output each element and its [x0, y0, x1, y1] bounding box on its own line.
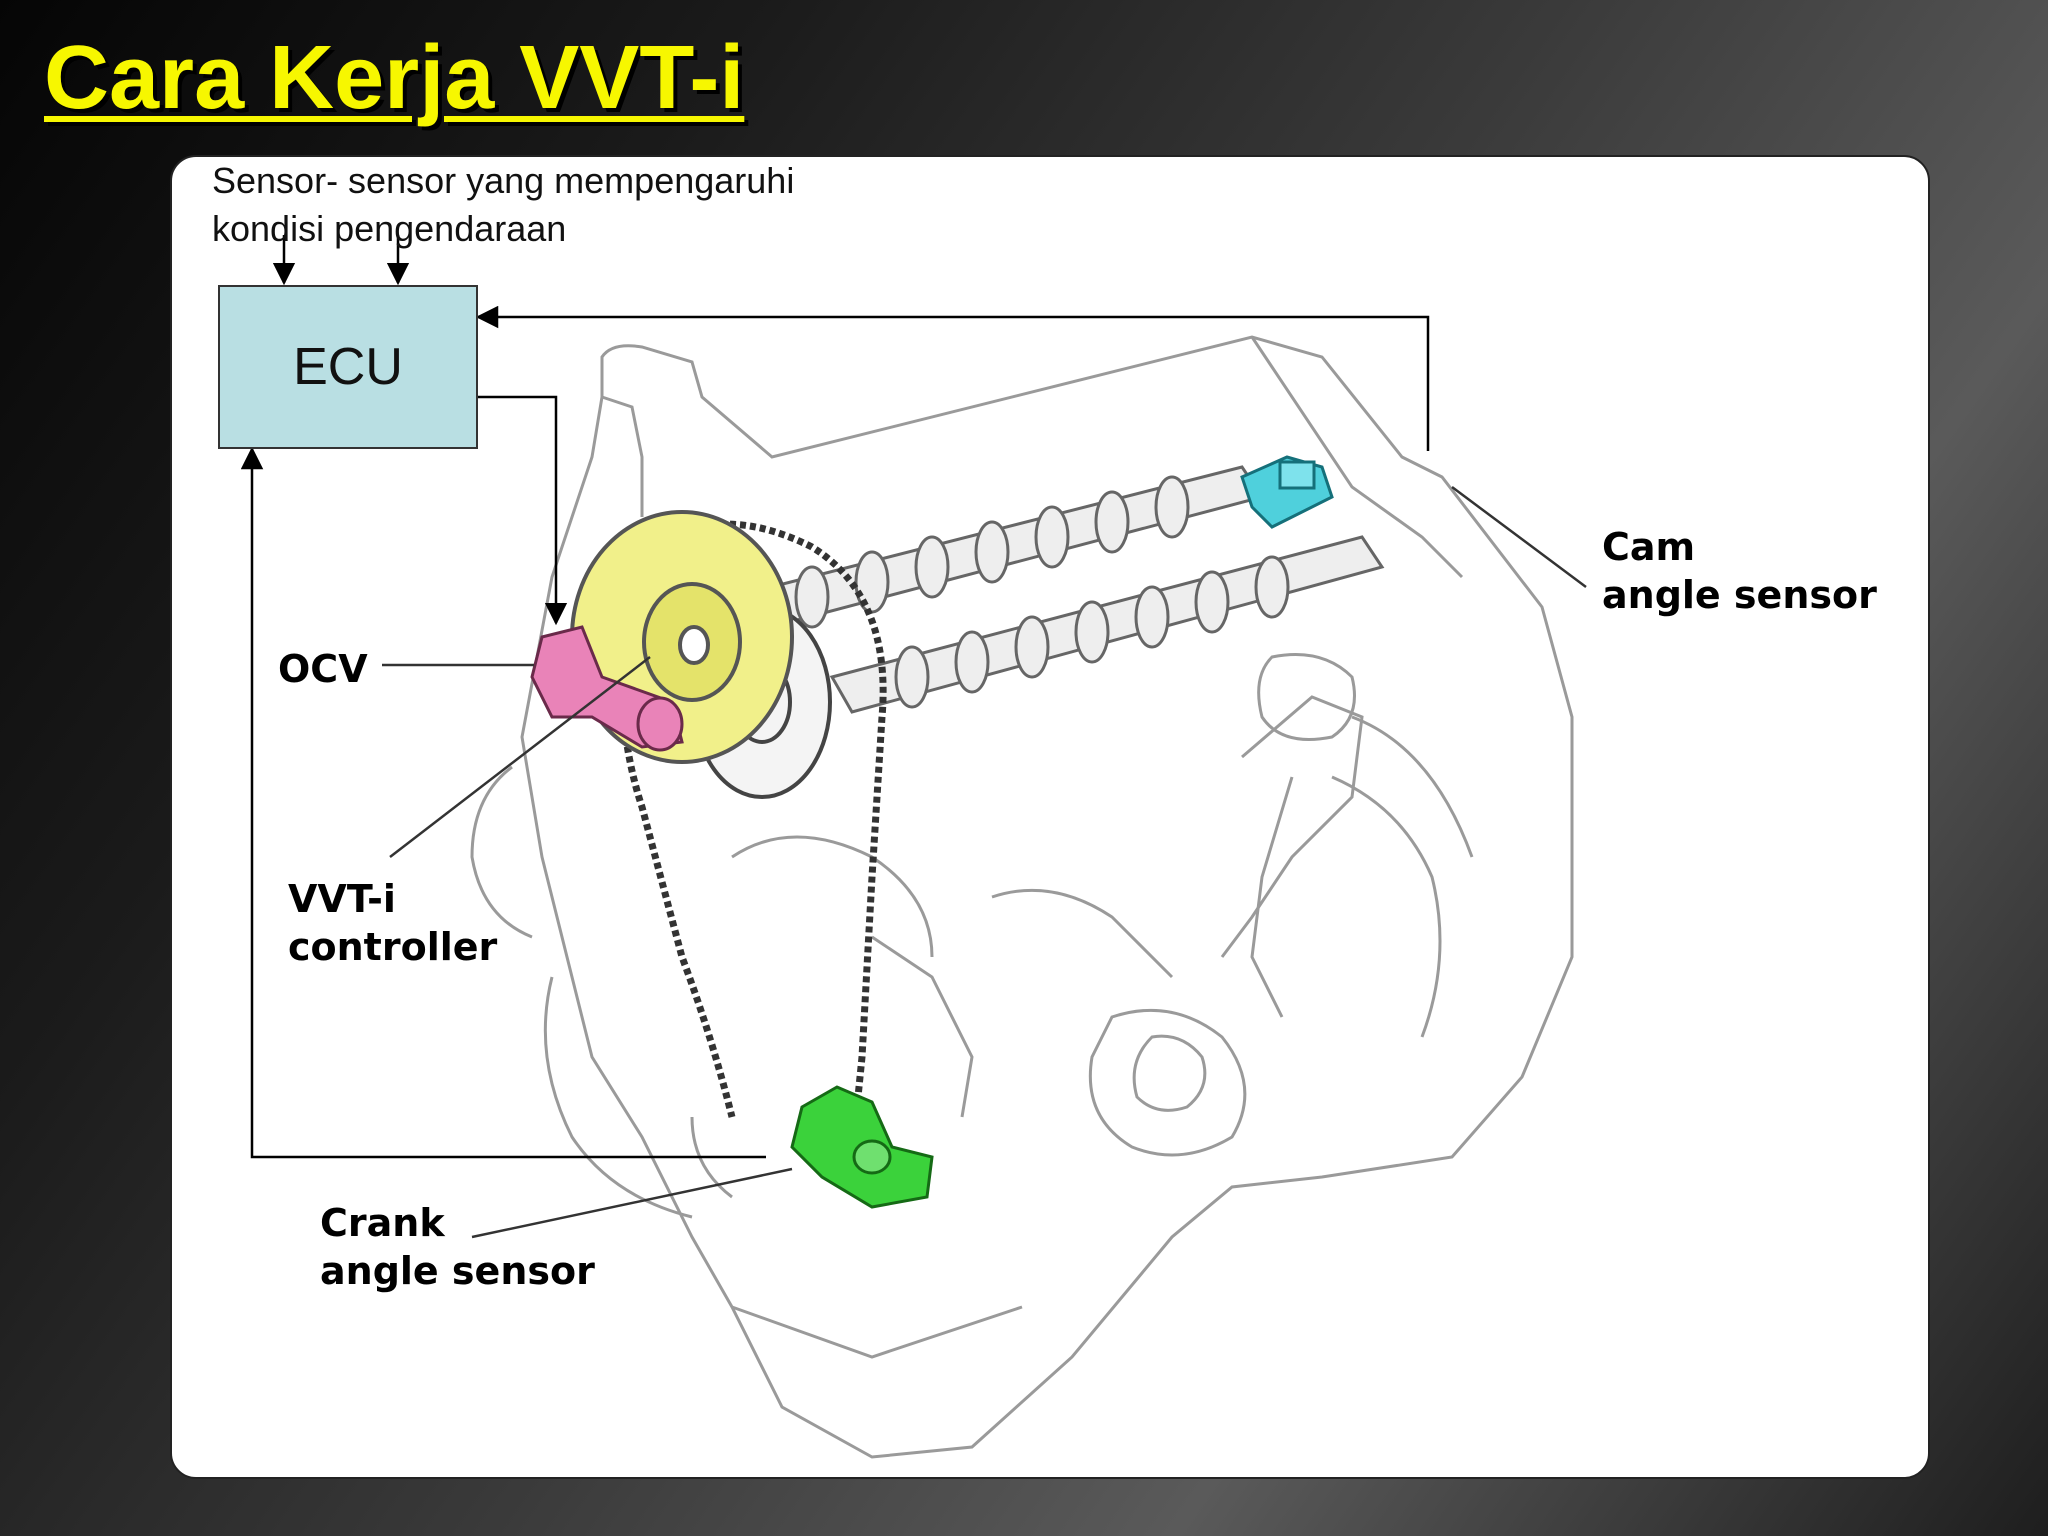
- leader-lines: [382, 485, 1587, 1239]
- cam-angle-sensor-label: Cam angle sensor: [1602, 523, 1877, 619]
- cam-label-line2: angle sensor: [1602, 573, 1877, 617]
- signal-lines: [240, 235, 1430, 1159]
- sensors-caption-line2: kondisi pengendaraan: [212, 208, 567, 249]
- vvti-label-line2: controller: [288, 925, 498, 969]
- engine-diagram: [240, 235, 1587, 1459]
- slide-title: Cara Kerja VVT-i: [44, 28, 745, 128]
- crank-label-line1: Crank: [320, 1201, 445, 1245]
- sensors-input-caption: Sensor- sensor yang mempengaruhi kondisi…: [212, 157, 912, 253]
- cam-label-line1: Cam: [1602, 525, 1696, 569]
- vvti-controller-label: VVT-i controller: [288, 875, 497, 971]
- crank-label-line2: angle sensor: [320, 1249, 595, 1293]
- engine-block-drawing: [470, 335, 1574, 1459]
- ecu-box: ECU: [218, 285, 478, 449]
- crank-angle-sensor-label: Crank angle sensor: [320, 1199, 595, 1295]
- diagram-panel: Sensor- sensor yang mempengaruhi kondisi…: [170, 155, 1930, 1479]
- ocv-label: OCV: [278, 647, 368, 691]
- vvti-label-line1: VVT-i: [288, 877, 396, 921]
- ecu-label: ECU: [293, 338, 403, 396]
- camshaft-upper: [729, 465, 1265, 634]
- crank-sensor-component: [790, 1085, 934, 1209]
- cam-sensor-component: [1240, 455, 1334, 529]
- camshaft-lower: [829, 535, 1385, 714]
- timing-chain: [616, 520, 887, 1158]
- ocv-component: [530, 625, 684, 752]
- sensors-caption-line1: Sensor- sensor yang mempengaruhi: [212, 160, 795, 201]
